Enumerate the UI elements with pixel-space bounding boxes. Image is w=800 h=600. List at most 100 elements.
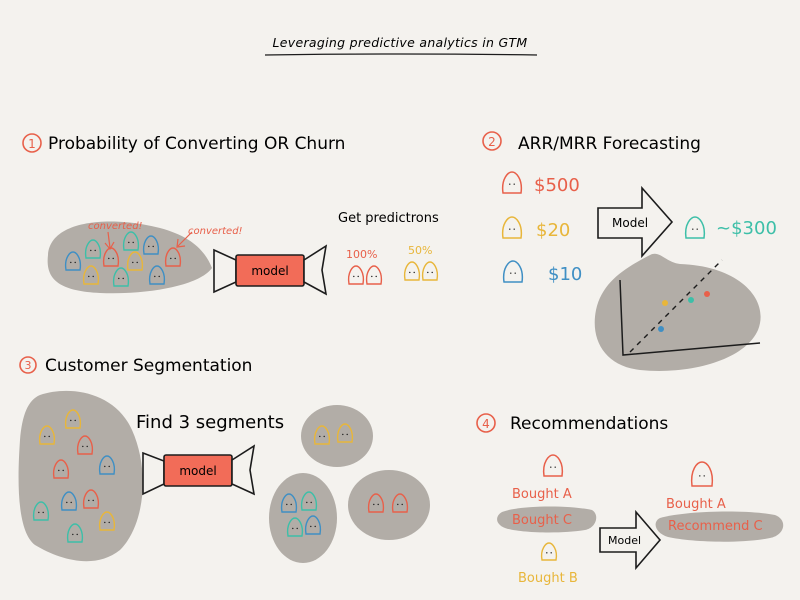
section-probability: 1 Probability of Converting OR Churn con… — [22, 133, 439, 296]
user-icon — [122, 231, 140, 251]
converted-arrow-1 — [104, 231, 115, 251]
converted-annotation-2: converted! — [188, 226, 243, 237]
user-icon — [542, 454, 564, 477]
user-eye — [92, 275, 94, 278]
forecast-arrow — [597, 185, 674, 259]
user-icon — [66, 523, 84, 543]
user-icon — [300, 491, 318, 511]
section-1-number: 1 — [28, 137, 36, 151]
section-3-number-circle — [19, 356, 37, 374]
user-eye — [373, 503, 375, 506]
user-icon — [98, 511, 116, 531]
user-eye — [90, 249, 92, 252]
user-icon — [60, 491, 78, 511]
user-eye — [76, 533, 78, 536]
user-eye — [122, 277, 124, 280]
user-eye — [353, 275, 355, 278]
user-eye — [514, 272, 516, 274]
user-eye — [546, 552, 548, 554]
user-eye — [550, 552, 552, 554]
user-eye — [112, 257, 114, 260]
user-eye — [509, 228, 511, 230]
user-eye — [152, 245, 154, 248]
user-eye — [70, 501, 72, 504]
user-icon — [148, 265, 166, 285]
model-label-1: model — [251, 264, 288, 278]
user-eye — [128, 241, 130, 244]
candy-wrap-left — [213, 248, 237, 294]
user-icon — [690, 461, 714, 487]
user-eye — [692, 228, 694, 230]
user-eye — [513, 183, 515, 185]
title-underline — [264, 53, 538, 56]
user-eye — [82, 445, 84, 448]
user-eye — [371, 275, 373, 278]
user-icon — [365, 265, 383, 285]
user-eye — [290, 503, 292, 506]
section-1-users — [64, 231, 182, 287]
segment-blob-blue — [269, 473, 337, 563]
scatter-point — [704, 291, 710, 297]
user-icon — [64, 251, 82, 271]
user-eye — [292, 527, 294, 530]
user-icon — [112, 267, 130, 287]
bought-c-label: Bought C — [512, 513, 572, 528]
user-eye — [401, 503, 403, 506]
user-icon — [313, 425, 331, 445]
user-eye — [170, 257, 172, 260]
user-icon — [84, 239, 102, 259]
scatter-point — [658, 326, 664, 332]
user-icon — [52, 459, 70, 479]
purchase-blob — [497, 506, 597, 533]
value-3: $10 — [548, 264, 582, 285]
user-eye — [70, 419, 72, 422]
user-icon — [540, 542, 558, 561]
value-2: $20 — [536, 220, 570, 241]
user-eye — [296, 527, 298, 530]
prediction-pct-1: 100% — [346, 248, 377, 261]
prediction-pct-2: 50% — [408, 244, 432, 257]
user-eye — [377, 503, 379, 506]
user-icon — [32, 501, 50, 521]
user-icon — [367, 493, 385, 513]
candy-wrap-right — [231, 444, 256, 496]
segment-blob-red — [348, 470, 430, 540]
user-eye — [148, 245, 150, 248]
section-1-number-circle — [22, 133, 42, 153]
predictions-label: Get predictrons — [338, 211, 439, 226]
recommend-arrow — [599, 509, 662, 571]
user-eye — [346, 433, 348, 436]
user-icon — [38, 425, 56, 445]
bought-b-label: Bought B — [518, 571, 578, 586]
user-eye — [108, 465, 110, 468]
candy-wrap-right — [303, 244, 328, 296]
user-eye — [88, 275, 90, 278]
user-eye — [174, 257, 176, 260]
section-4-title: Recommendations — [510, 414, 668, 434]
model-candy-1: model — [213, 244, 328, 296]
user-eye — [357, 275, 359, 278]
user-eye — [132, 261, 134, 264]
user-eye — [427, 271, 429, 274]
scatter-blob — [594, 253, 761, 371]
user-icon — [102, 247, 120, 267]
section-forecasting: 2 ARR/MRR Forecasting $500 $20 $10 Model… — [482, 131, 777, 371]
scatter-axes — [619, 279, 761, 356]
user-icon — [684, 216, 706, 239]
user-icon — [347, 265, 365, 285]
user-eye — [136, 261, 138, 264]
user-eye — [319, 435, 321, 438]
user-icon — [82, 265, 100, 285]
user-icon — [501, 216, 523, 239]
user-eye — [62, 469, 64, 472]
section-2-title: ARR/MRR Forecasting — [518, 134, 701, 154]
user-eye — [104, 521, 106, 524]
user-icon — [336, 423, 354, 443]
recommend-c-label: Recommend C — [668, 519, 763, 534]
user-eye — [286, 503, 288, 506]
diagram-title: Leveraging predictive analytics in GTM — [273, 35, 528, 50]
user-icon — [280, 493, 298, 513]
value-1: $500 — [534, 175, 580, 196]
result-bought-a-label: Bought A — [666, 497, 726, 512]
